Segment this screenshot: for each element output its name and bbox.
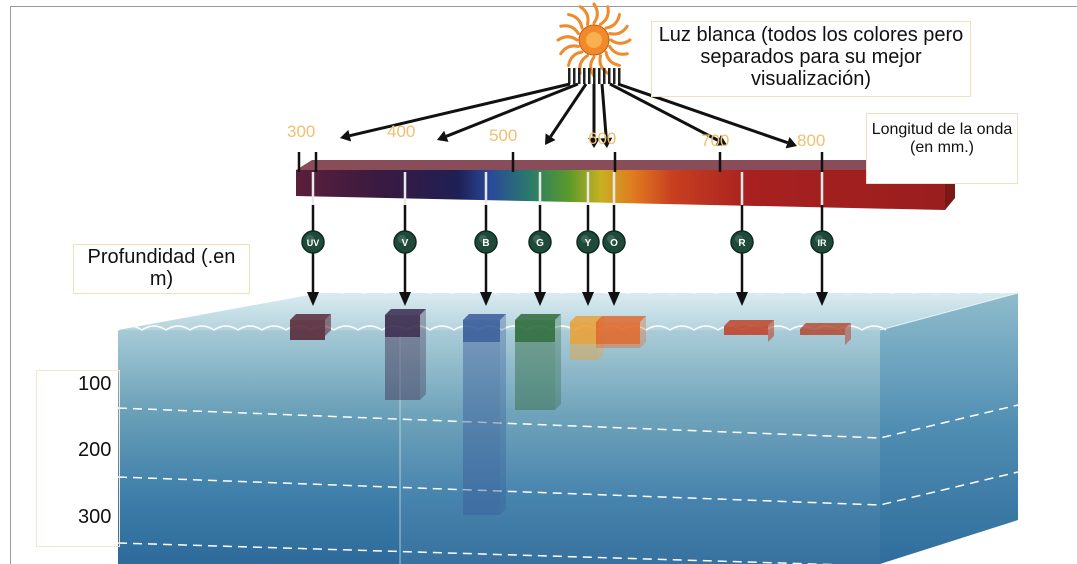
band-marker-b: B [474, 230, 498, 254]
wavelength-tick-600: 600 [588, 129, 616, 148]
wavelength-tick-700: 700 [701, 131, 729, 150]
wavelength-tick-300: 300 [287, 122, 315, 141]
water-side [880, 293, 1018, 564]
arrowhead [340, 129, 352, 142]
band-column-o [596, 322, 640, 344]
spectrum-bar [296, 160, 955, 210]
band-code: IR [818, 238, 828, 248]
band-code: Y [585, 238, 592, 249]
band-marker-r: R [730, 230, 754, 254]
band-marker-o: O [602, 230, 626, 254]
band-column-y [570, 322, 598, 344]
band-code: UV [307, 238, 320, 248]
band-code: O [610, 238, 618, 249]
light-ray [445, 82, 579, 138]
band-code: R [738, 238, 746, 249]
wavelength-label: Longitud de la onda (en mm.) [866, 113, 1018, 184]
depth-axis [36, 370, 120, 547]
band-column-ir [800, 329, 845, 335]
title: Luz blanca (todos los colores pero separ… [651, 21, 971, 97]
light-ray [549, 83, 588, 138]
arrowhead [307, 292, 319, 306]
arrowhead [437, 130, 449, 142]
arrowhead [582, 292, 594, 306]
water-surface [118, 293, 1018, 330]
arrowhead [785, 137, 797, 149]
water-block [117, 288, 1025, 564]
band-marker-g: G [528, 230, 552, 254]
arrowhead [816, 292, 828, 306]
arrowhead [588, 138, 600, 148]
band-arrows: UV V B G Y O R IR [301, 172, 834, 306]
arrowhead [534, 292, 546, 306]
water-front [118, 330, 880, 564]
spectrum-ticks [297, 152, 824, 172]
arrowhead [600, 137, 613, 148]
wave-line-back [319, 288, 1025, 294]
penetration-columns [290, 309, 851, 515]
arrowhead [545, 133, 556, 145]
light-source-stems [568, 68, 621, 84]
band-code: B [482, 238, 489, 249]
depth-tick-200: 200 [78, 439, 112, 461]
arrowhead [608, 292, 620, 306]
band-marker-ir: IR [810, 230, 834, 254]
depth-tick-100: 100 [78, 373, 112, 395]
depth-tick-300: 300 [78, 506, 112, 528]
arrowhead [715, 135, 727, 146]
band-marker-uv: UV [301, 230, 325, 254]
band-column-b [463, 320, 500, 342]
band-marker-y: Y [576, 230, 600, 254]
depth-line-100 [117, 404, 1019, 439]
arrowhead [736, 292, 748, 306]
depth-line-300 [117, 529, 1019, 564]
wavelength-tick-500: 500 [489, 126, 517, 145]
arrowhead [480, 292, 492, 306]
band-column-g [515, 320, 555, 342]
depth-label: Profundidad (.en m) [73, 244, 250, 294]
band-column-r [724, 326, 768, 335]
depth-line-200 [117, 471, 1019, 506]
sun-icon [556, 2, 632, 84]
wavelength-tick-400: 400 [387, 122, 415, 141]
arrowhead [399, 292, 411, 306]
band-code: V [402, 238, 409, 249]
wavelength-tick-800: 800 [797, 131, 825, 150]
light-ray [600, 83, 608, 139]
light-ray [609, 82, 719, 142]
light-ray [617, 82, 789, 145]
light-ray [349, 82, 571, 138]
band-code: G [536, 238, 544, 249]
light-ray-arrows [340, 82, 797, 149]
wavelength-ticks: 300 400 500 600 700 800 [287, 122, 825, 150]
band-marker-v: V [393, 230, 417, 254]
band-column-v [385, 315, 420, 337]
band-column-uv [290, 320, 325, 340]
